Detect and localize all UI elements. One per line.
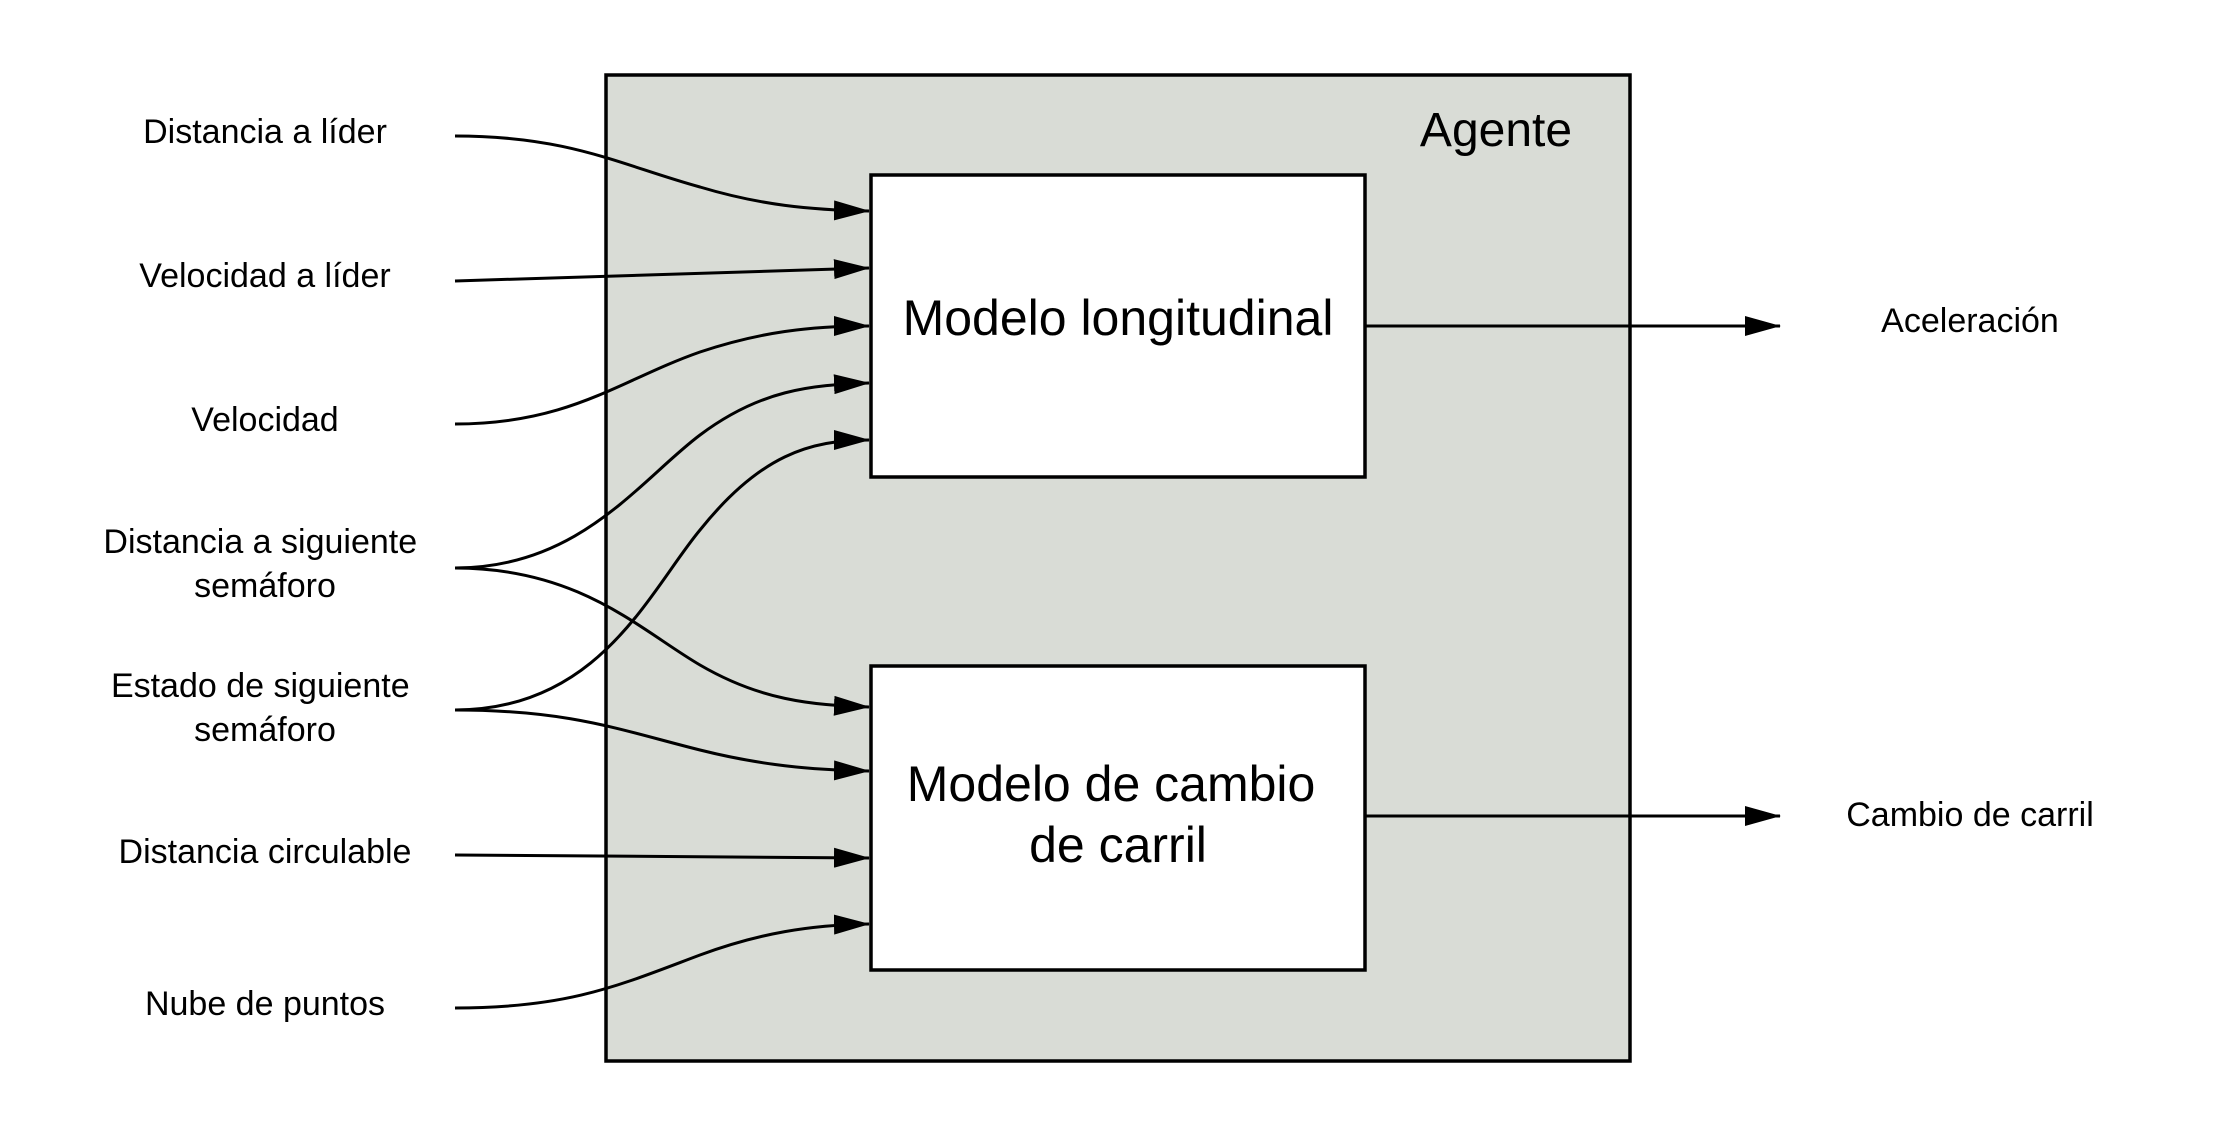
longitudinal-model-label: Modelo longitudinal	[903, 290, 1334, 346]
input-label-distance-to-next-light: Distancia a siguiente semáforo	[103, 523, 426, 605]
connector-point-cloud	[454, 914, 870, 1010]
connector-state-next-light-to-longitudinal	[454, 430, 870, 712]
output-label-line: Cambio de carril	[1846, 796, 2094, 834]
lane-change-model-label: Modelo de cambio de carril	[907, 756, 1329, 873]
connector-drivable-distance	[454, 847, 870, 868]
connector-speed	[454, 316, 870, 426]
connector-speed-to-leader	[454, 259, 870, 283]
connector-distance-next-light-to-lane-change	[454, 566, 870, 716]
input-label-line: semáforo	[194, 567, 336, 605]
lane-change-model-label-line: Modelo de cambio	[907, 756, 1316, 812]
connector-state-next-light-to-lane-change	[454, 708, 870, 781]
output-label-lane-change: Cambio de carril	[1846, 796, 2094, 834]
input-label-line: Velocidad	[191, 401, 338, 439]
output-label-acceleration: Aceleración	[1881, 302, 2059, 340]
input-label-point-cloud: Nube de puntos	[145, 985, 385, 1023]
input-label-state-of-next-light: Estado de siguiente semáforo	[111, 667, 419, 749]
input-label-line: semáforo	[194, 711, 336, 749]
input-label-speed: Velocidad	[191, 401, 338, 439]
input-label-line: Distancia circulable	[119, 833, 412, 871]
input-label-line: Distancia a siguiente	[103, 523, 417, 561]
input-label-line: Nube de puntos	[145, 985, 385, 1023]
lane-change-model-label-line: de carril	[1029, 817, 1207, 873]
input-label-distance-to-leader: Distancia a líder	[143, 113, 387, 151]
input-label-speed-to-leader: Velocidad a líder	[139, 257, 390, 295]
input-label-line: Velocidad a líder	[139, 257, 390, 295]
longitudinal-model-box	[869, 173, 1367, 479]
longitudinal-model-label-line: Modelo longitudinal	[903, 290, 1334, 346]
lane-change-model-box	[869, 664, 1367, 972]
connector-distance-to-leader	[454, 134, 870, 221]
input-label-line: Estado de siguiente	[111, 667, 410, 705]
connector-distance-next-light-to-longitudinal	[454, 374, 870, 570]
output-label-line: Aceleración	[1881, 302, 2059, 340]
input-label-drivable-distance: Distancia circulable	[119, 833, 412, 871]
agent-title: Agente	[1420, 104, 1572, 157]
input-label-line: Distancia a líder	[143, 113, 387, 151]
